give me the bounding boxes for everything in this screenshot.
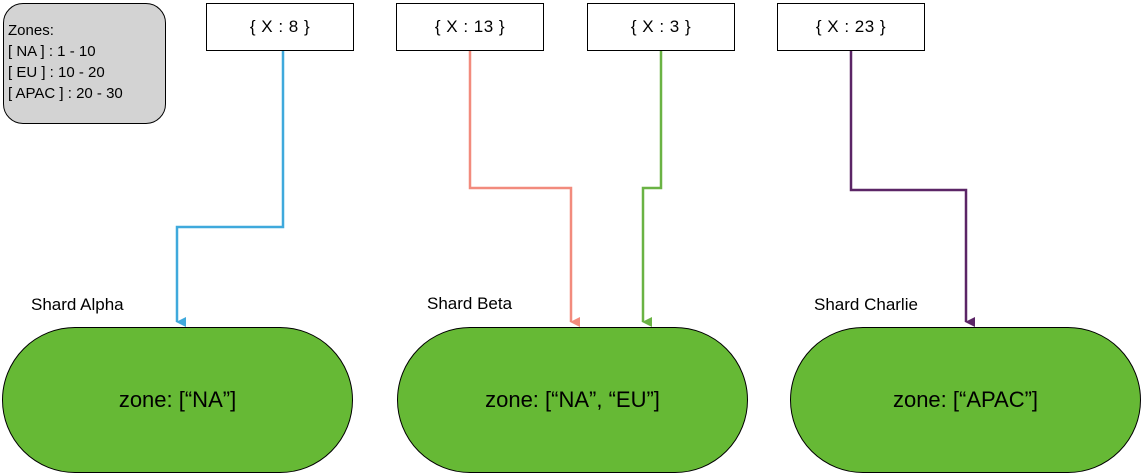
legend-item-apac: [ APAC ] : 20 - 30 <box>8 85 123 102</box>
document-x23: { X : 23 } <box>777 3 925 51</box>
connector-x3-to-beta <box>641 51 663 327</box>
document-x8: { X : 8 } <box>206 3 354 51</box>
document-x3: { X : 3 } <box>587 3 735 51</box>
shard-charlie: zone: [“APAC”] <box>790 327 1141 473</box>
document-x13: { X : 13 } <box>396 3 544 51</box>
legend-item-eu: [ EU ] : 10 - 20 <box>8 64 105 81</box>
shard-alpha-label: Shard Alpha <box>31 295 124 314</box>
zones-legend: Zones: [ NA ] : 1 - 10 [ EU ] : 10 - 20 … <box>3 3 166 124</box>
shard-charlie-label: Shard Charlie <box>814 295 918 314</box>
legend-item-na: [ NA ] : 1 - 10 <box>8 43 96 60</box>
connector-x13-to-beta <box>468 51 580 327</box>
connector-x23-to-charlie <box>849 51 975 327</box>
connector-x8-to-alpha <box>175 51 285 327</box>
legend-title: Zones: <box>8 22 54 39</box>
shard-beta-label: Shard Beta <box>427 294 513 313</box>
shard-alpha: zone: [“NA”] <box>2 327 353 473</box>
shard-beta: zone: [“NA”, “EU”] <box>397 327 748 473</box>
